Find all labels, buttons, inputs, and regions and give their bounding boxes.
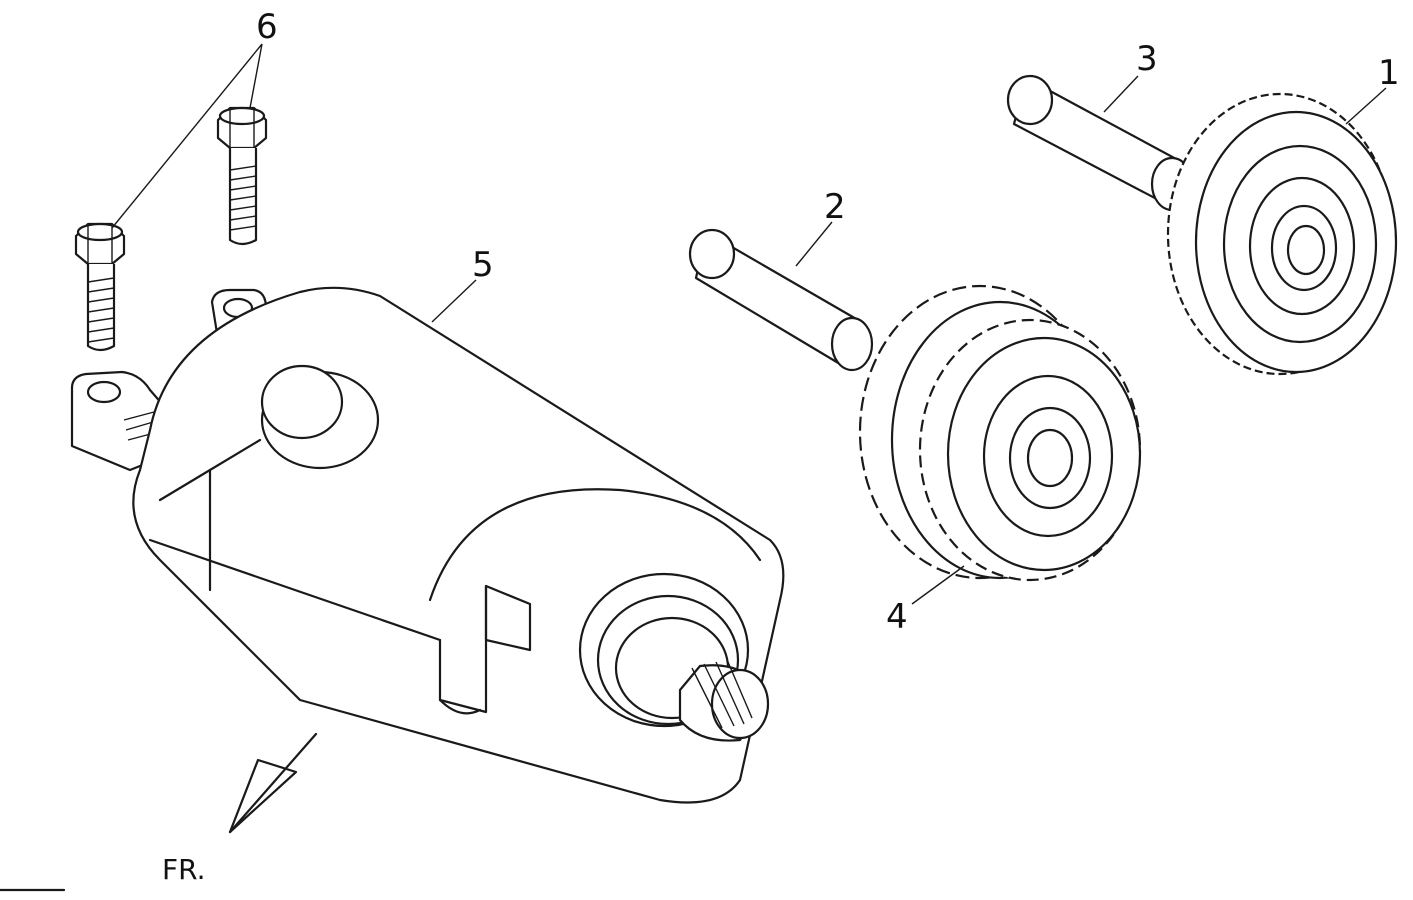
front-direction-arrow: [228, 732, 318, 834]
starter-motor: [70, 286, 785, 804]
callout-2: 2: [824, 187, 846, 227]
front-direction-label: FR.: [162, 853, 206, 886]
callout-6: 6: [256, 7, 278, 47]
callout-3: 3: [1136, 39, 1158, 79]
idle-gear-4: [858, 284, 1142, 582]
bolt-lower: [74, 222, 126, 352]
callout-4: 4: [886, 597, 908, 637]
callout-1: 1: [1378, 53, 1400, 93]
leader-lines: [111, 43, 1387, 605]
callout-5: 5: [472, 245, 494, 285]
pin-3: [1006, 74, 1194, 212]
bolt-upper: [216, 106, 268, 246]
gear-1: [1166, 92, 1398, 376]
pin-2: [688, 228, 874, 372]
